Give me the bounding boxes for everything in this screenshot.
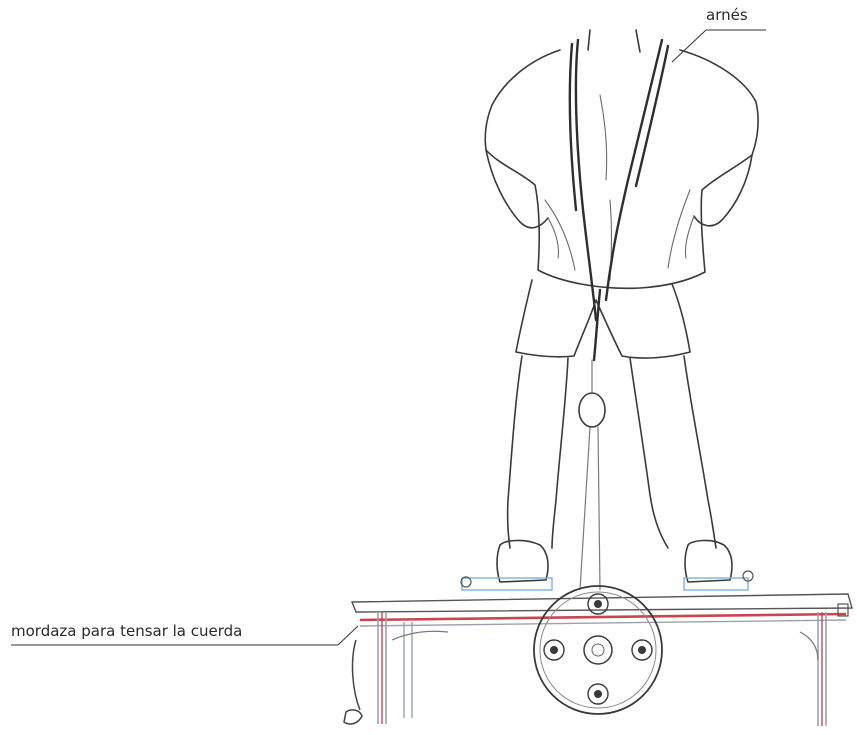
hands-outline	[548, 216, 694, 258]
weight-plate-bolt-top-core	[594, 600, 602, 608]
frame-leg-left-inner	[404, 622, 412, 718]
frame-rail-lower	[360, 620, 846, 626]
frame-braces	[392, 631, 818, 660]
rope-clamp	[344, 640, 362, 724]
right-foot-plate	[684, 578, 748, 590]
left-foot	[497, 540, 548, 582]
harness-strap-left	[576, 40, 596, 320]
frame-rail-red	[360, 614, 846, 620]
shirt-folds	[545, 95, 690, 280]
person-figure	[485, 30, 758, 590]
platform-frame	[344, 571, 852, 726]
weight-plate-bolt-left-core	[550, 646, 558, 654]
harness-leader-line	[672, 30, 766, 62]
neck-outline	[588, 30, 640, 52]
weight-plate-center	[592, 644, 604, 656]
clamp-label: mordaza para tensar la cuerda	[11, 624, 242, 639]
shirt-outline	[485, 50, 758, 288]
harness-strap-right	[606, 40, 662, 300]
weight-plate-hub	[584, 636, 612, 664]
platform-top	[352, 594, 852, 612]
weight-plate-bolt-bottom-core	[594, 690, 602, 698]
harness-strap-right-edge	[636, 46, 668, 186]
rope-vertical	[580, 427, 600, 590]
weight-plate-bolt-right-core	[638, 646, 646, 654]
right-foot	[685, 540, 732, 582]
shorts-outline	[516, 280, 690, 358]
left-leg-outline	[508, 356, 568, 548]
rope-ring	[579, 393, 605, 427]
right-leg-outline	[630, 356, 716, 548]
harness-label: arnés	[706, 8, 748, 23]
